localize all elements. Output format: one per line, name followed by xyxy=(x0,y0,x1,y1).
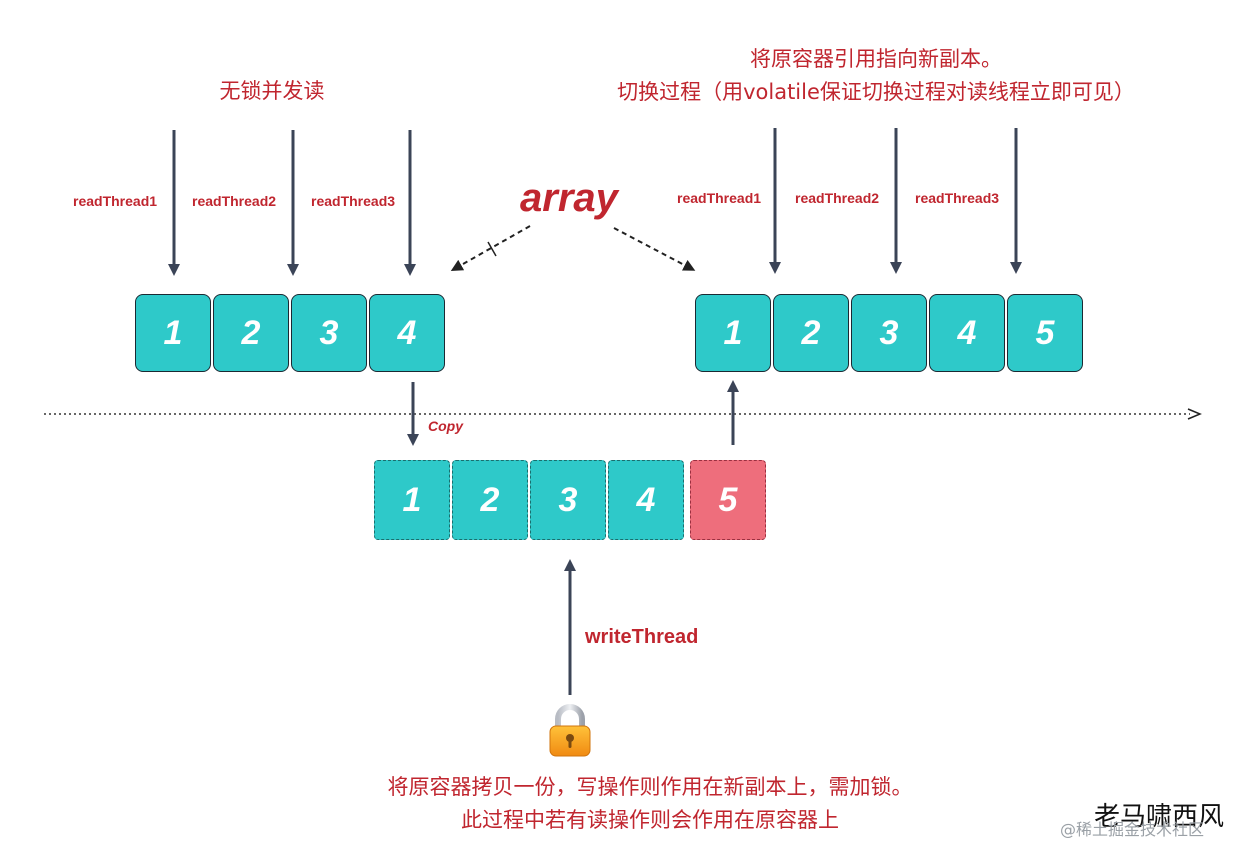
new-array-cell: 3 xyxy=(851,294,927,372)
left-read-thread-2-label: readThread2 xyxy=(192,193,277,209)
right-read-thread-3-label: readThread3 xyxy=(915,190,1000,206)
new-array-cell: 4 xyxy=(929,294,1005,372)
array-label: array xyxy=(520,176,618,220)
original-array-cell: 3 xyxy=(291,294,367,372)
watermark-author: 老马啸西风 xyxy=(1094,802,1225,832)
copy-array-cell: 4 xyxy=(608,460,684,540)
copy-label: Copy xyxy=(428,418,463,434)
copy-array-cell: 3 xyxy=(530,460,606,540)
caption-switch-line2: 切换过程（用volatile保证切换过程对读线程立即可见） xyxy=(617,80,1135,104)
array-ref-cut-mark xyxy=(487,241,497,257)
timeline-arrowhead xyxy=(1187,408,1202,420)
right-read-thread-1-label: readThread1 xyxy=(677,190,762,206)
watermark-site: @稀土掘金技术社区 xyxy=(1060,820,1205,839)
right-read-thread-2-label: readThread2 xyxy=(795,190,880,206)
array-ref-old-arrow xyxy=(450,225,531,271)
lock-icon xyxy=(545,704,595,758)
new-array-cell: 1 xyxy=(695,294,771,372)
write-thread-label: writeThread xyxy=(585,626,699,648)
copy-array-cell: 2 xyxy=(452,460,528,540)
new-array-cell: 5 xyxy=(1007,294,1083,372)
caption-lockfree-read: 无锁并发读 xyxy=(219,79,325,103)
copy-array-cell: 1 xyxy=(374,460,450,540)
original-array-cell: 2 xyxy=(213,294,289,372)
copy-array-new-cell: 5 xyxy=(690,460,766,540)
original-array-cell: 1 xyxy=(135,294,211,372)
caption-switch-line1: 将原容器引用指向新副本。 xyxy=(750,47,1002,71)
left-read-thread-3-label: readThread3 xyxy=(311,193,396,209)
original-array-cell: 4 xyxy=(369,294,445,372)
caption-copy-write-line1: 将原容器拷贝一份，写操作则作用在新副本上，需加锁。 xyxy=(387,775,913,799)
caption-copy-write-line2: 此过程中若有读操作则会作用在原容器上 xyxy=(461,808,839,832)
new-array-cell: 2 xyxy=(773,294,849,372)
left-read-thread-1-label: readThread1 xyxy=(73,193,158,209)
array-ref-new-arrow xyxy=(613,227,696,271)
